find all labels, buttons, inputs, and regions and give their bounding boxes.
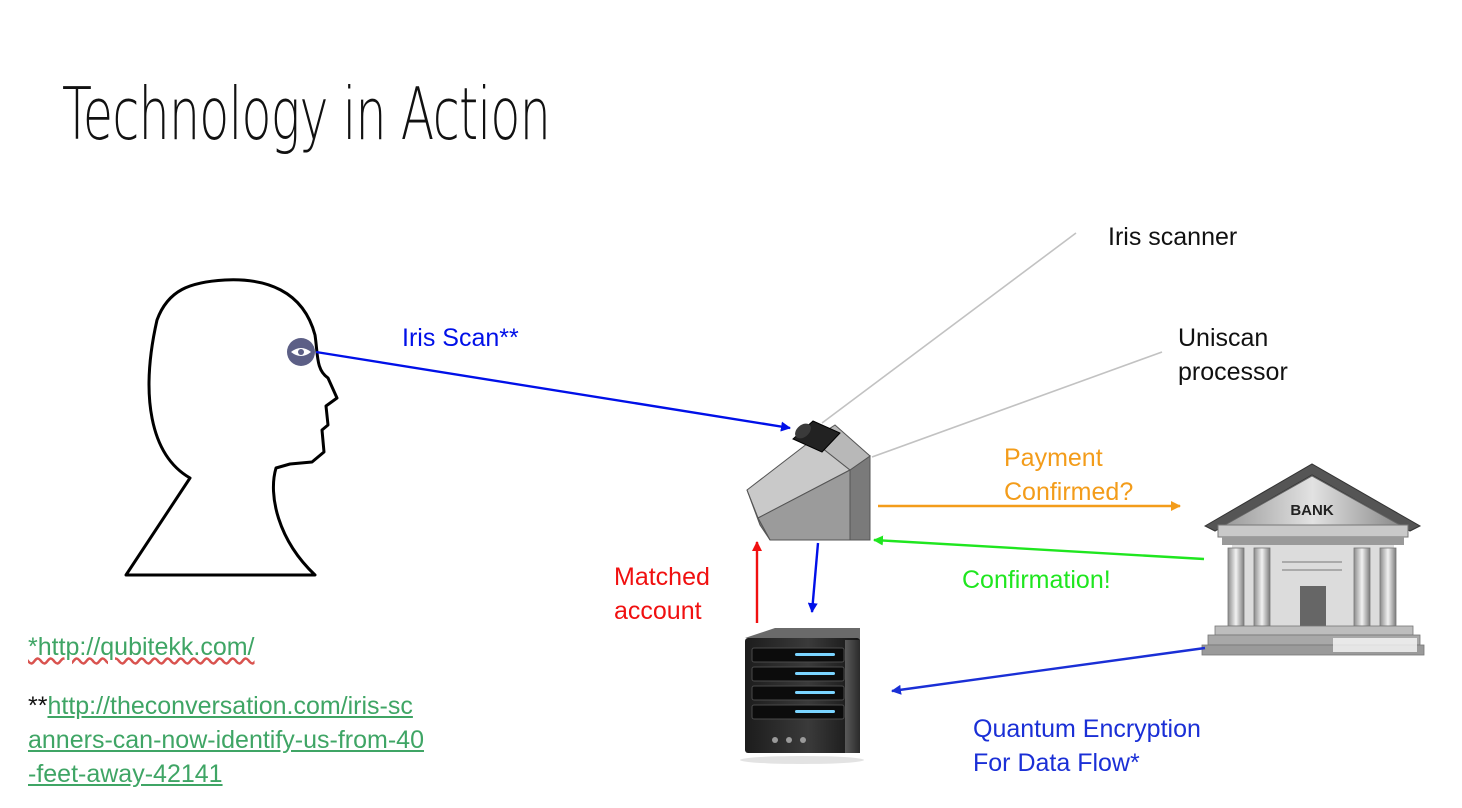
bank-sign: BANK: [1290, 502, 1333, 519]
reference-2-link-line-3[interactable]: -feet-away-42141: [28, 760, 223, 788]
processor-to-server-arrow: [807, 542, 820, 613]
slide-title: Technology in Action: [62, 72, 551, 156]
quantum-encryption-arrow: [891, 646, 1206, 695]
head-silhouette-icon: [124, 278, 339, 577]
clipart-watermark: [1333, 638, 1417, 652]
iris-scan-label: Iris Scan**: [402, 324, 519, 352]
payment-confirmed-label-line-2: Confirmed?: [1004, 478, 1134, 506]
reference-2-link-line-2[interactable]: anners-can-now-identify-us-from-40: [28, 726, 424, 754]
reference-2-link-line-1[interactable]: http://theconversation.com/iris-sc: [47, 692, 413, 720]
confirmation-arrow: [873, 535, 1205, 561]
uniscan-processor-label-line-1: Uniscan: [1178, 324, 1269, 352]
iris-scanner-label: Iris scanner: [1108, 223, 1238, 251]
matched-account-label-line-2: account: [614, 597, 702, 625]
iris-scanner-leader-line: [821, 232, 1077, 424]
reference-1-link[interactable]: *http://qubitekk.com/: [28, 633, 255, 661]
quantum-encryption-label-line-1: Quantum Encryption: [973, 715, 1201, 743]
payment-confirmed-label: Payment Confirmed?: [1004, 441, 1133, 509]
reference-2: **http://theconversation.com/iris-sc ann…: [28, 689, 498, 791]
confirmation-label: Confirmation!: [962, 566, 1111, 594]
eye-icon: [287, 338, 315, 366]
quantum-encryption-label: Quantum Encryption For Data Flow*: [973, 712, 1201, 780]
reference-1: *http://qubitekk.com/: [28, 630, 255, 664]
payment-confirmed-label-line-1: Payment: [1004, 444, 1103, 472]
quantum-encryption-label-line-2: For Data Flow*: [973, 749, 1140, 777]
bank-building-icon: BANK: [1201, 463, 1425, 656]
matched-account-label-line-1: Matched: [614, 563, 710, 591]
uniscan-processor-label: Uniscan processor: [1178, 321, 1288, 389]
matched-account-label: Matched account: [614, 560, 710, 628]
iris-scanner-device-icon: [746, 420, 871, 541]
uniscan-processor-leader-line: [871, 351, 1163, 458]
iris-scan-arrow: [315, 350, 791, 432]
reference-2-prefix: **: [28, 692, 48, 720]
server-icon: [740, 628, 864, 764]
uniscan-processor-label-line-2: processor: [1178, 358, 1288, 386]
